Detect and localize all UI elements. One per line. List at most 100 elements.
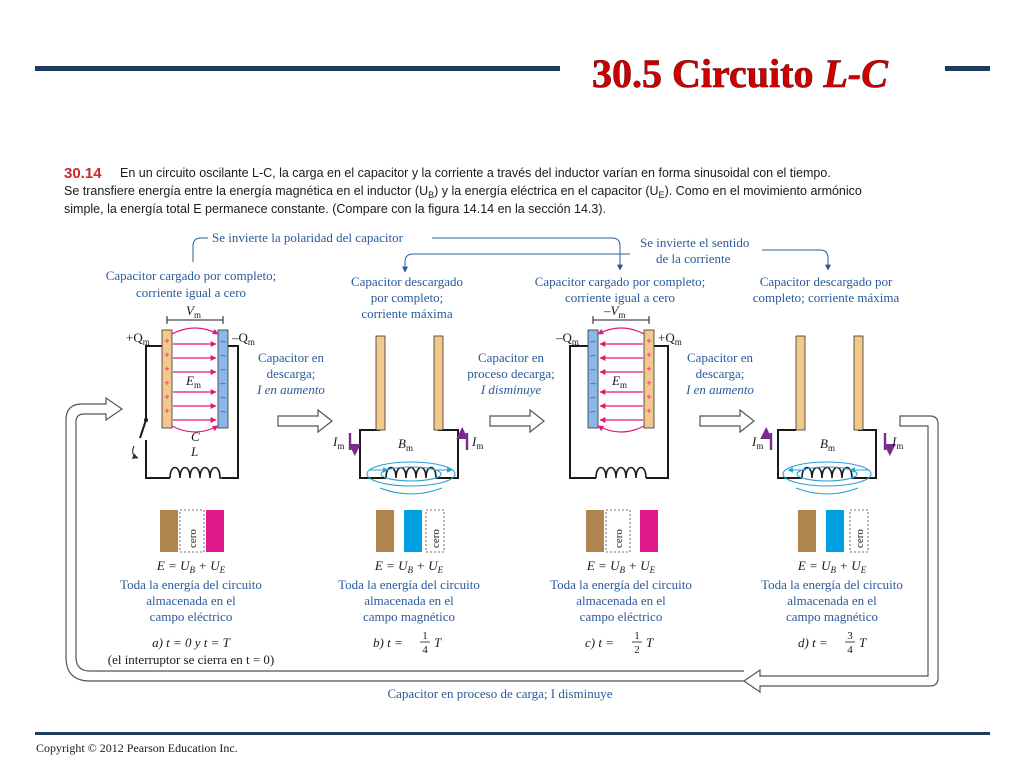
zero-label-d: cero [854, 529, 866, 548]
state-a-title-1: Capacitor cargado por completo; [106, 268, 277, 283]
im-label-d-left: Im [751, 434, 763, 451]
plate-minus-a [217, 329, 229, 429]
figure-caption: 30.14 En un circuito oscilante L-C, la c… [64, 165, 862, 216]
transition-arrow-ab [277, 408, 333, 434]
state-a-title-2: corriente igual a cero [136, 285, 246, 300]
svg-text:–: – [590, 350, 595, 360]
time-a: a) t = 0 y t = T [152, 635, 231, 650]
state-d-title-2: completo; corriente máxima [753, 290, 900, 305]
svg-text:–: – [220, 406, 225, 416]
svg-text:+: + [646, 378, 651, 388]
em-label-a: Em [185, 373, 201, 390]
svg-text:+: + [164, 392, 169, 402]
time-b: b) t = [373, 635, 403, 650]
em-label-c: Em [611, 373, 627, 390]
transition-ab-3: I en aumento [256, 382, 325, 397]
transition-cd-2: descarga; [696, 366, 745, 381]
equation-d: E = UB + UE [797, 558, 867, 575]
transition-ab-2: descarga; [267, 366, 316, 381]
bottom-transition-label: Capacitor en proceso de carga; I disminu… [387, 686, 612, 701]
inductor-coil-d [801, 466, 853, 479]
svg-text:+: + [646, 336, 651, 346]
svg-text:+: + [646, 406, 651, 416]
time-a-note: (el interruptor se cierra en t = 0) [108, 652, 275, 667]
svg-text:–: – [220, 364, 225, 374]
svg-text:+: + [164, 336, 169, 346]
transition-bc-2: proceso decarga; [467, 366, 554, 381]
transition-arrow-bc [489, 408, 545, 434]
state-d-title-1: Capacitor descargado por [760, 274, 893, 289]
desc-c-2: almacenada en el [576, 593, 666, 608]
equation-b: E = UB + UE [374, 558, 444, 575]
desc-a-3: campo eléctrico [150, 609, 233, 624]
energy-bars-a: cero [160, 509, 224, 553]
state-c-title-1: Capacitor cargado por completo; [535, 274, 706, 289]
plate-minus-c [587, 329, 599, 429]
circuit-a: ++++++ –––––– Vm +Qm –Qm Em C L [126, 303, 255, 479]
c-label: C [191, 429, 200, 444]
svg-text:–: – [590, 406, 595, 416]
state-b-title-2: por completo; [371, 290, 444, 305]
bottom-rule [35, 732, 990, 735]
bm-label-b: Bm [398, 436, 413, 453]
zero-label-a: cero [187, 529, 199, 548]
field-lines-c [597, 327, 645, 433]
vm-label-c: –Vm [603, 303, 625, 320]
slide-header: 30.5 Circuito L-C [35, 46, 990, 96]
desc-c-3: campo eléctrico [580, 609, 663, 624]
magnetic-field-d [782, 461, 872, 495]
time-d-den: 4 [847, 644, 853, 656]
time-labels: a) t = 0 y t = T (el interruptor se cier… [108, 630, 867, 667]
svg-text:+: + [646, 392, 651, 402]
slide-footer: Copyright © 2012 Pearson Education Inc. [35, 732, 990, 755]
copyright-text: Copyright © 2012 Pearson Education Inc. [36, 741, 238, 755]
desc-b-2: almacenada en el [364, 593, 454, 608]
svg-text:+: + [164, 406, 169, 416]
plate-right-d [853, 335, 864, 431]
caption-line-2: Se transfiere energía entre la energía m… [64, 184, 862, 200]
l-label: L [190, 444, 198, 459]
desc-d-3: campo magnético [786, 609, 878, 624]
cycle-loop-arrow [65, 396, 939, 694]
time-d-T: T [859, 635, 867, 650]
circuit-c: –––––– ++++++ –Vm –Qm +Qm Em [555, 303, 682, 479]
transition-arrow-cd [699, 408, 755, 434]
current-note-1: Se invierte el sentido [640, 235, 749, 250]
transition-cd-1: Capacitor en [687, 350, 754, 365]
svg-text:+: + [646, 364, 651, 374]
current-note-2: de la corriente [656, 251, 731, 266]
field-lines-a [171, 327, 219, 433]
inductor-coil-a [169, 466, 222, 479]
plate-plus-c [643, 329, 655, 429]
time-b-num: 1 [422, 630, 428, 642]
im-label-b-left: Im [332, 434, 344, 451]
plate-left-d [795, 335, 806, 431]
time-c-num: 1 [634, 630, 640, 642]
time-c-T: T [646, 635, 654, 650]
state-c-title-2: corriente igual a cero [565, 290, 675, 305]
svg-text:–: – [220, 350, 225, 360]
zero-label-c: cero [613, 529, 625, 548]
energy-equations: E = UB + UE E = UB + UE E = UB + UE E = … [156, 558, 867, 575]
slide-title: 30.5 Circuito L-C [592, 51, 889, 96]
time-d: d) t = [798, 635, 828, 650]
svg-text:+: + [164, 364, 169, 374]
svg-text:–: – [590, 364, 595, 374]
plate-signs-a: ++++++ –––––– [164, 336, 225, 416]
energy-bars-b: cero [376, 509, 445, 553]
time-b-T: T [434, 635, 442, 650]
bm-label-d: Bm [820, 436, 835, 453]
qplus-label-a: +Qm [126, 330, 150, 347]
plate-signs-c: –––––– ++++++ [590, 336, 651, 416]
svg-text:+: + [164, 378, 169, 388]
qminus-label-c: –Qm [555, 330, 579, 347]
circuit-d: Im Im Bm [751, 335, 903, 495]
svg-text:–: – [220, 392, 225, 402]
desc-c-1: Toda la energía del circuito [550, 577, 692, 592]
transition-cd-3: I en aumento [685, 382, 754, 397]
transition-ab-1: Capacitor en [258, 350, 325, 365]
transition-bc-3: I disminuye [480, 382, 542, 397]
plate-plus-a [161, 329, 173, 429]
svg-text:–: – [590, 378, 595, 388]
